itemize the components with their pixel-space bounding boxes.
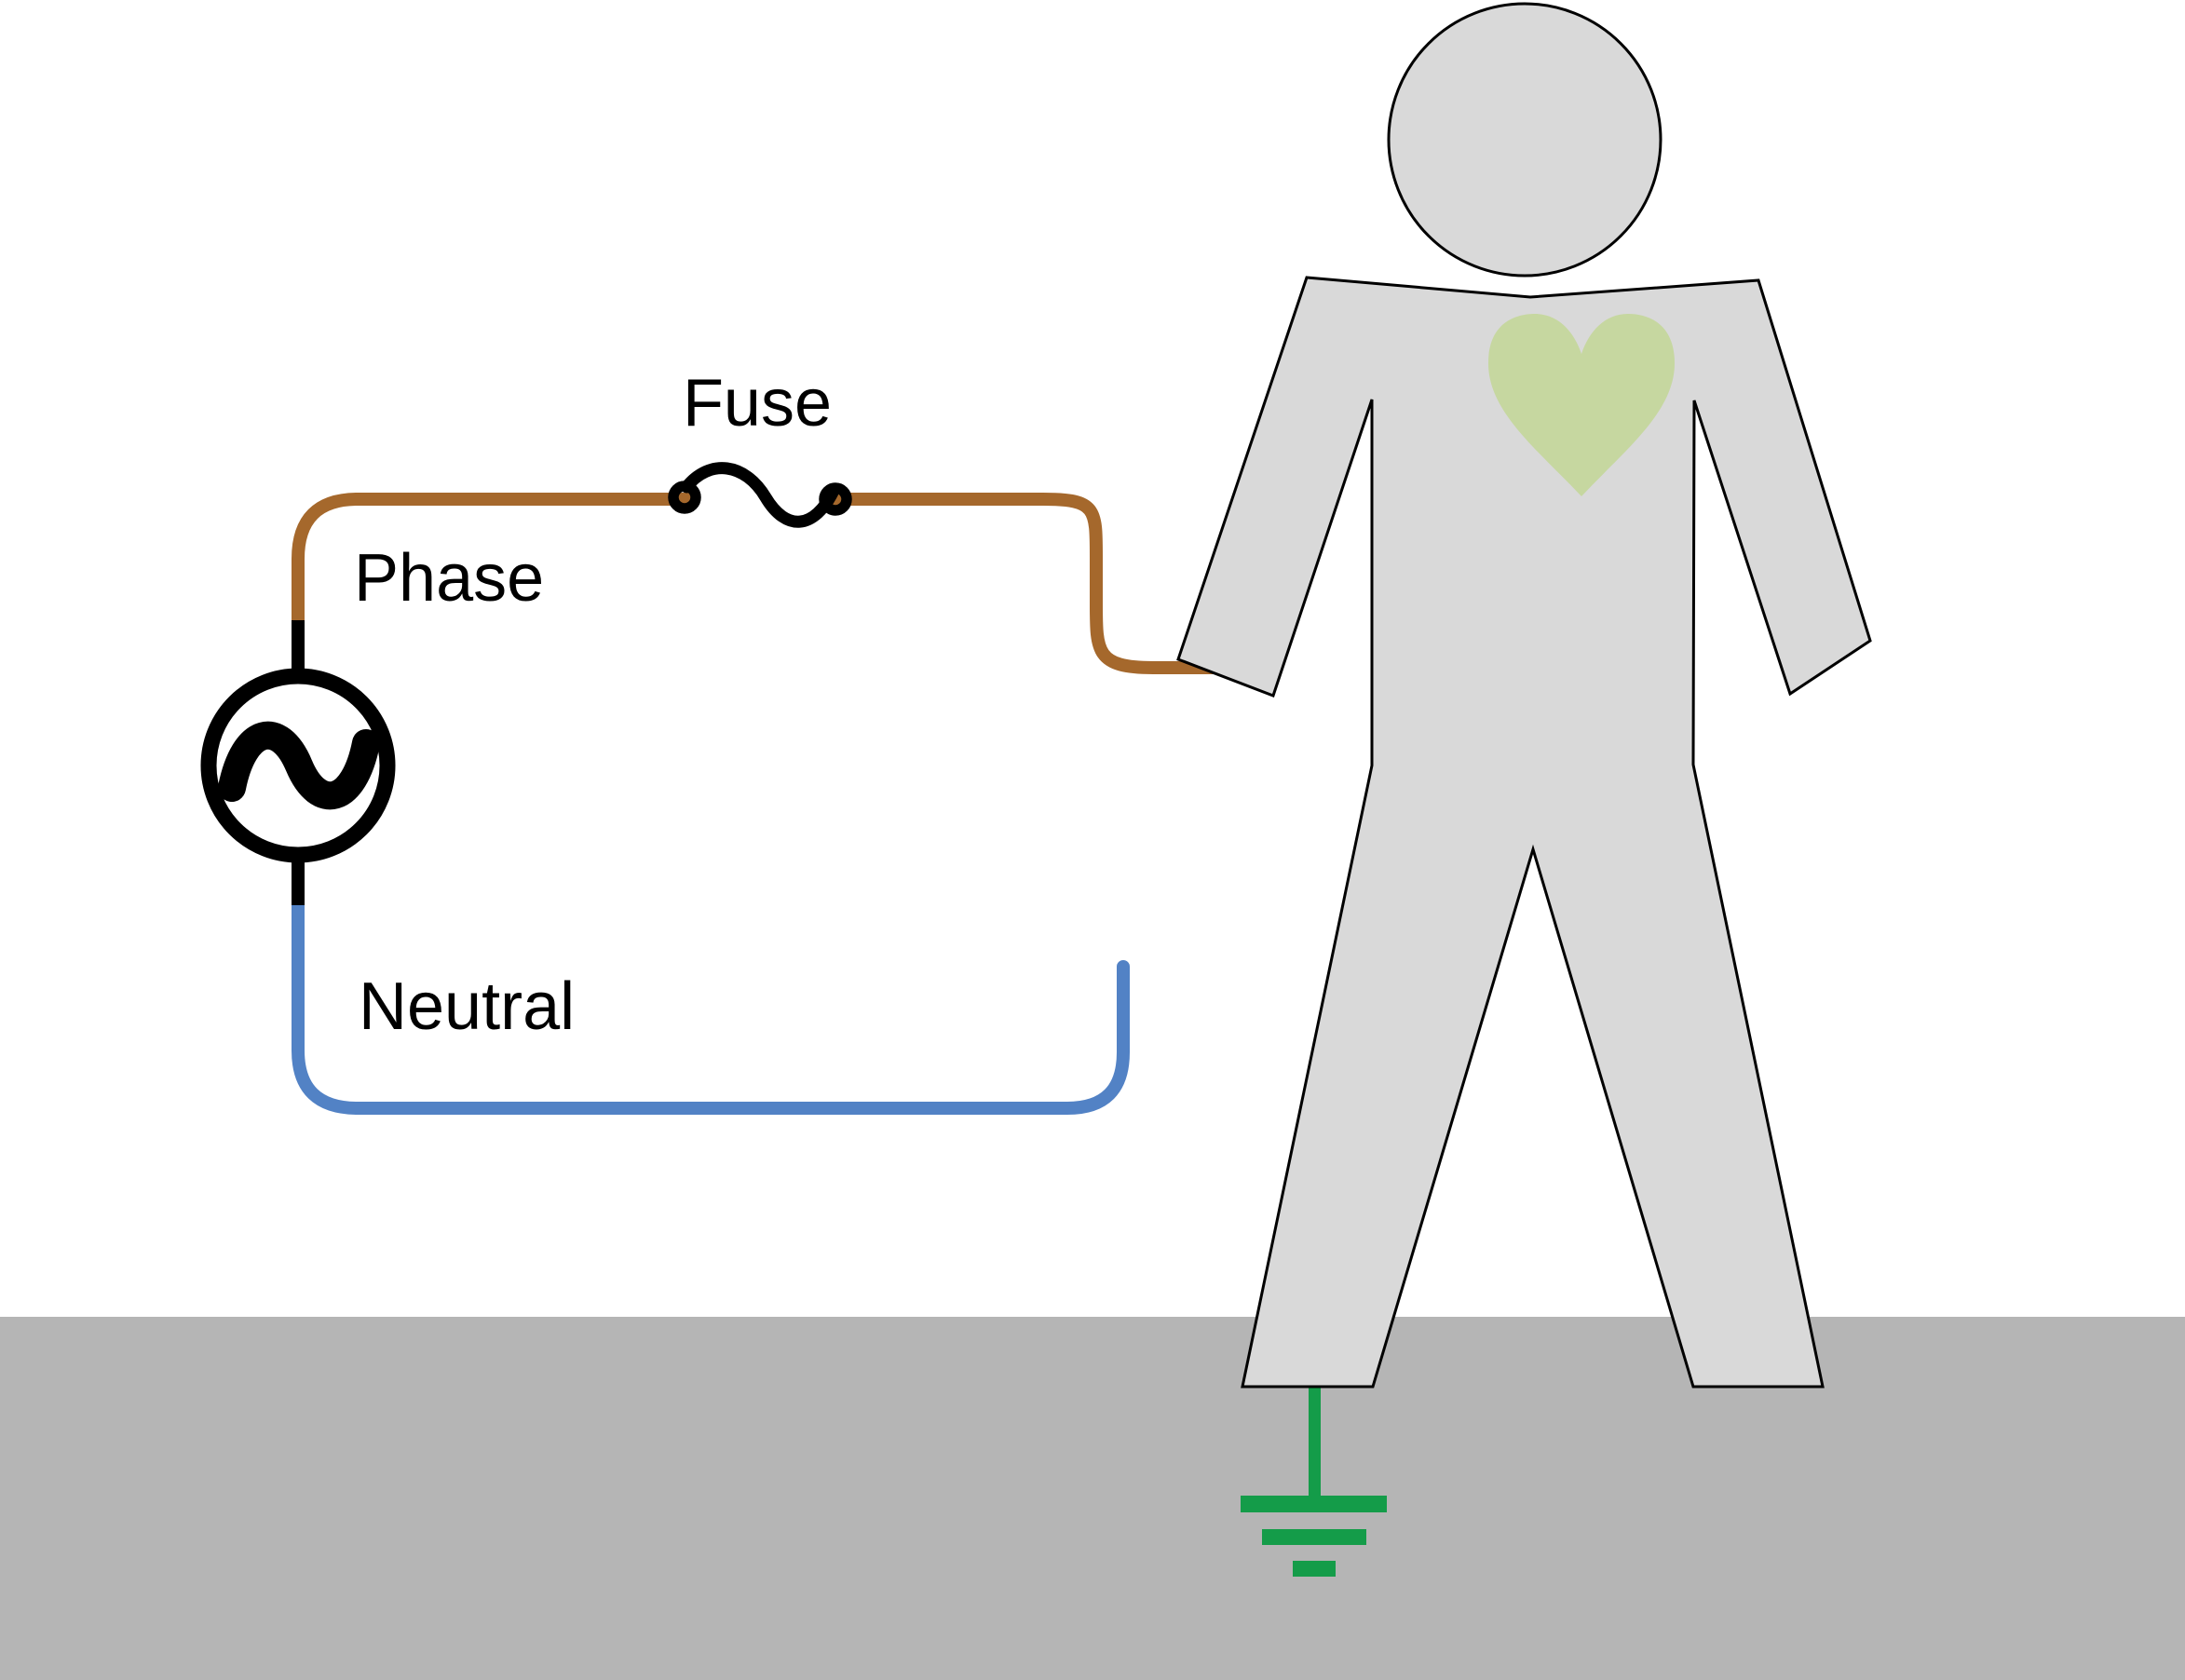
person-figure <box>1176 2 1872 1389</box>
person-head <box>1387 2 1662 278</box>
earth-bar-long <box>1241 1496 1387 1512</box>
earth-bar-short <box>1293 1561 1336 1577</box>
earth-stem <box>1309 1387 1321 1498</box>
phase-wire-right <box>829 493 1218 674</box>
fuse-label: Fuse <box>683 366 832 440</box>
phase-label: Phase <box>354 541 544 616</box>
earth-ground-icon <box>1241 1387 1387 1577</box>
ground-surface <box>0 1317 2185 1680</box>
fuse-wave <box>680 462 840 528</box>
fuse-icon <box>668 462 852 528</box>
neutral-label: Neutral <box>359 969 575 1044</box>
ac-source-icon <box>200 668 396 863</box>
earth-bar-medium <box>1262 1529 1366 1545</box>
person-body <box>1176 276 1872 1389</box>
ac-sine-wave-icon <box>218 721 380 810</box>
fuse-terminal-right <box>819 482 852 516</box>
heart-icon <box>1488 314 1675 496</box>
phase-wire-left <box>292 493 691 652</box>
fuse-terminal-left <box>668 481 701 514</box>
neutral-wire <box>292 893 1130 1115</box>
